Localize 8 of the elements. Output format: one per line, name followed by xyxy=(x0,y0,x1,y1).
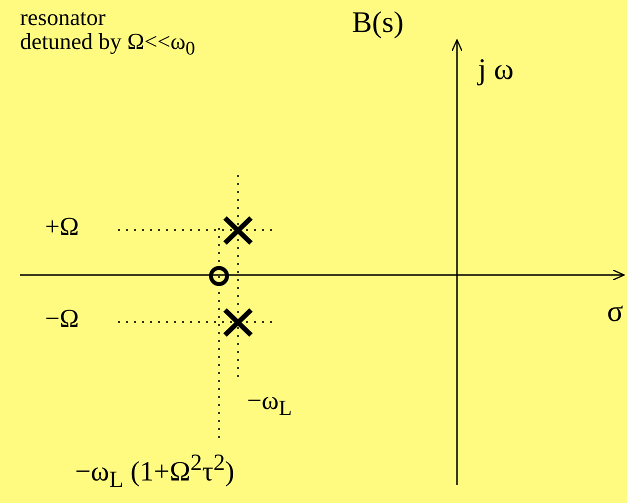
tick-label: −ω$_{L}$ xyxy=(247,388,292,420)
axis-label: j ω xyxy=(478,55,514,85)
plot-title: B(s) xyxy=(352,8,404,38)
axis-label: σ xyxy=(607,297,624,327)
tick-label: −ω$_{L}$ (1+Ω$^{2}$τ$^{2}$) xyxy=(75,452,234,492)
tick-label: −Ω xyxy=(45,306,79,332)
annotation-text: resonator detuned by Ω<<ω$_{0}$ xyxy=(20,6,196,60)
tick-label: +Ω xyxy=(45,214,79,240)
